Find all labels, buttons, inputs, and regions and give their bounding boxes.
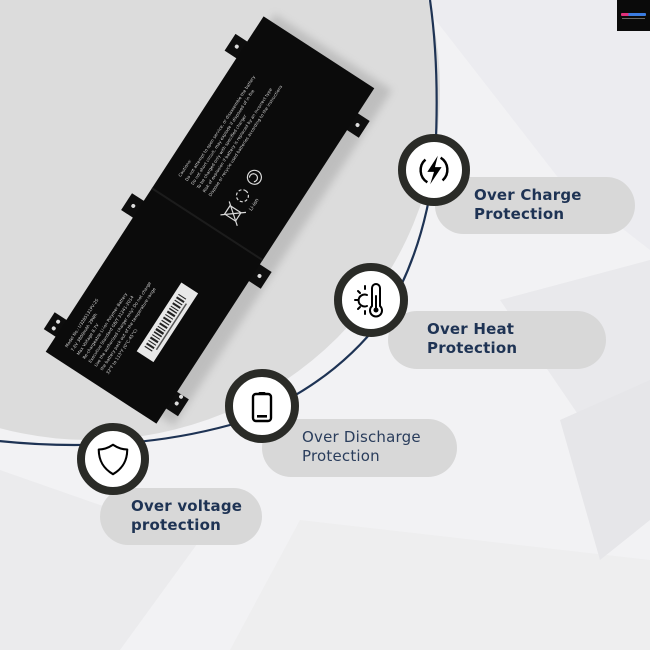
brand-logo [617, 0, 650, 31]
over-charge-pill [435, 177, 635, 234]
over-heat-label: Over Heat Protection [427, 320, 518, 357]
over-voltage-label: Over voltage protection [131, 497, 243, 534]
over-discharge-badge [225, 369, 299, 443]
shield-icon [97, 443, 129, 476]
over-charge-label: Over Charge Protection [474, 186, 582, 223]
over-voltage-badge [77, 423, 149, 495]
over-discharge-pill [262, 419, 457, 477]
thermometer-sun-icon [354, 283, 383, 318]
over-heat-badge [334, 263, 408, 337]
low-battery-icon [251, 392, 273, 423]
logo-mark [621, 13, 646, 16]
over-heat-pill [388, 311, 606, 369]
over-discharge-label: Over Discharge Protection [302, 428, 421, 465]
over-voltage-pill [100, 488, 262, 545]
lightning-bolt-icon [419, 155, 449, 185]
over-charge-badge [398, 134, 470, 206]
logo-tagline [622, 18, 645, 19]
